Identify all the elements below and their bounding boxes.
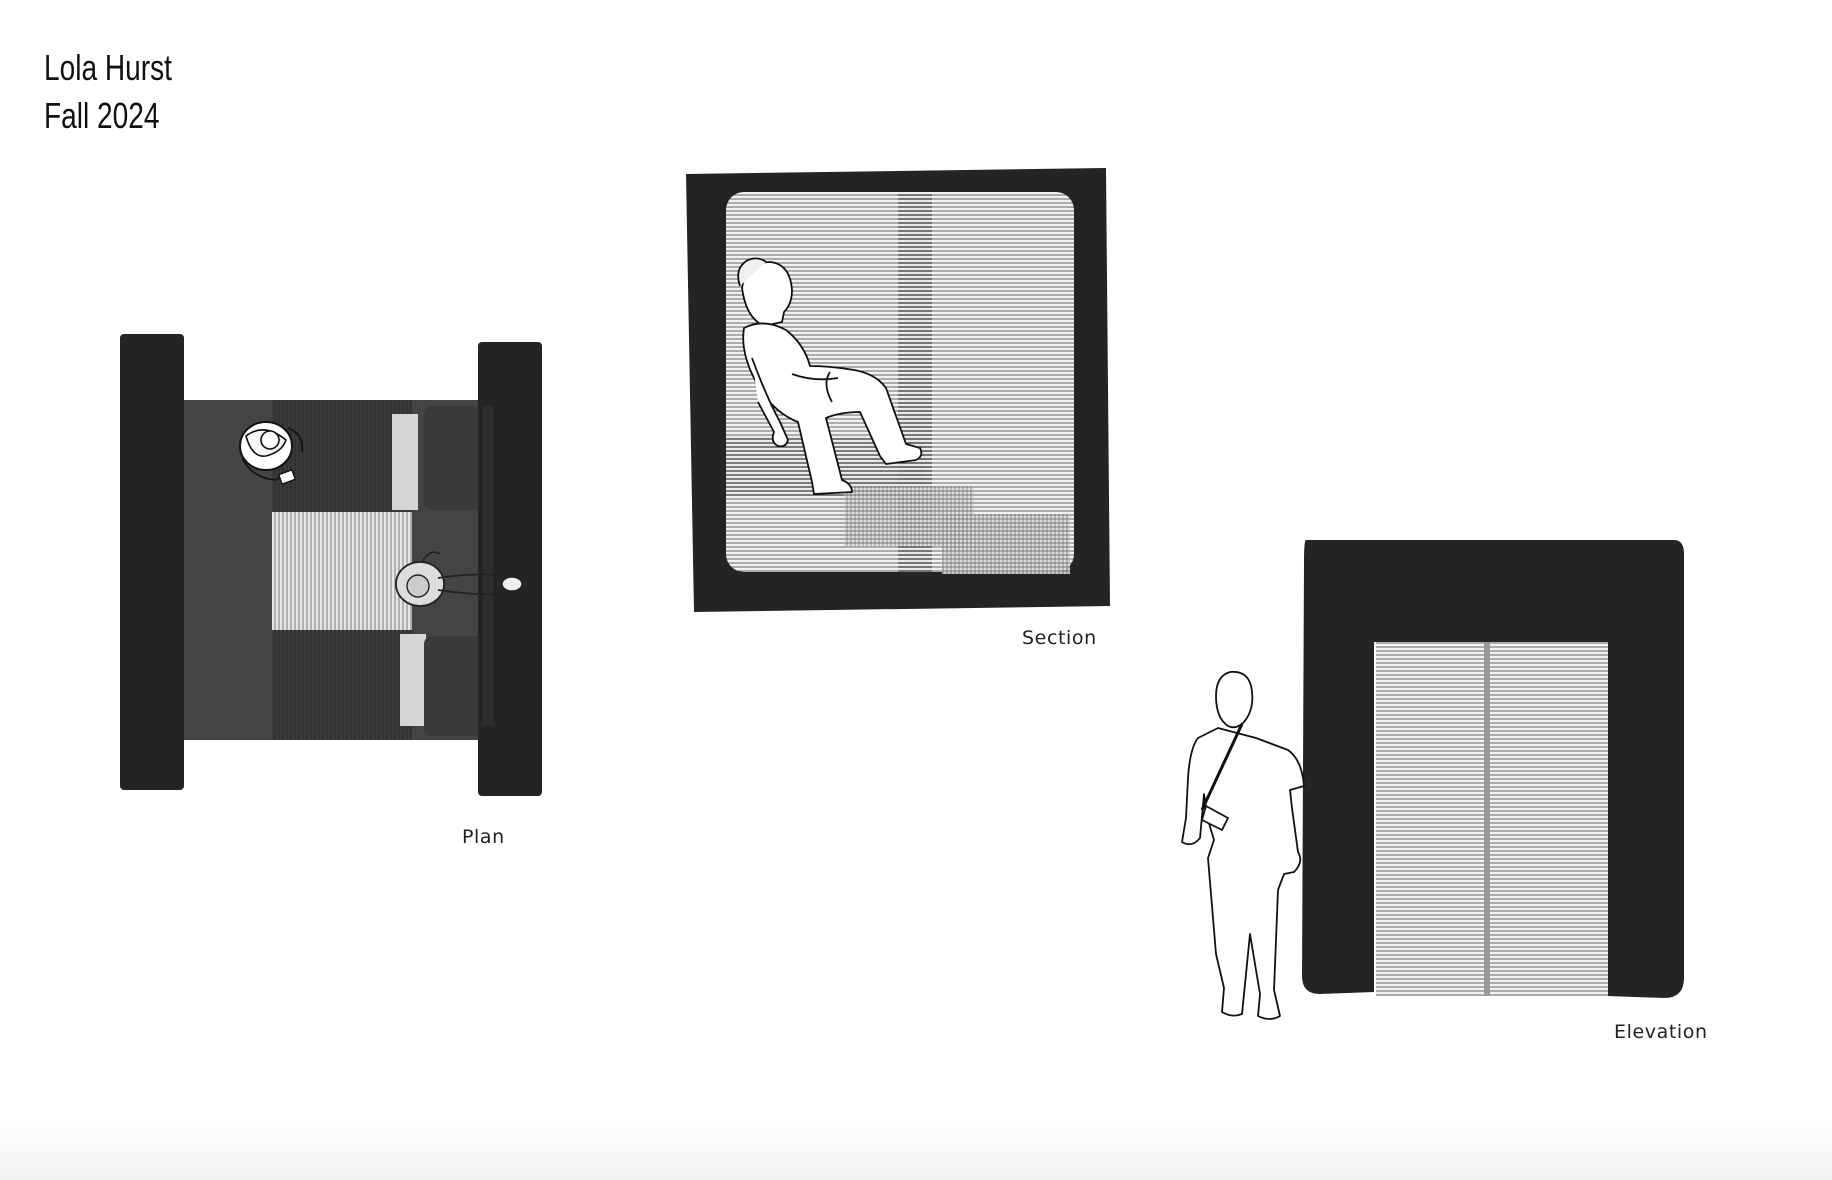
term-label: Fall 2024 [44,95,160,136]
section-svg [686,168,1110,612]
plan-svg [120,334,542,796]
plan-figure-person-1 [239,421,304,485]
elevation-opening [1376,642,1608,996]
elevation-frame [1302,540,1684,998]
elevation-caption: Elevation [1614,1021,1708,1043]
elevation-drawing [1172,538,1684,1020]
author-block: Lola Hurst Fall 2024 [44,44,172,140]
elevation-svg [1181,540,1684,1020]
plan-caption: Plan [462,826,505,848]
plan-wall-left [120,334,184,790]
plan-floor-center [272,512,412,630]
section-caption: Section [1022,627,1097,649]
author-name: Lola Hurst [44,47,172,88]
section-seated-person [737,257,923,495]
elevation-standing-person [1181,670,1305,1020]
plan-figure-person-2 [395,551,523,607]
plan-drawing [118,334,546,796]
section-drawing [682,166,1114,612]
